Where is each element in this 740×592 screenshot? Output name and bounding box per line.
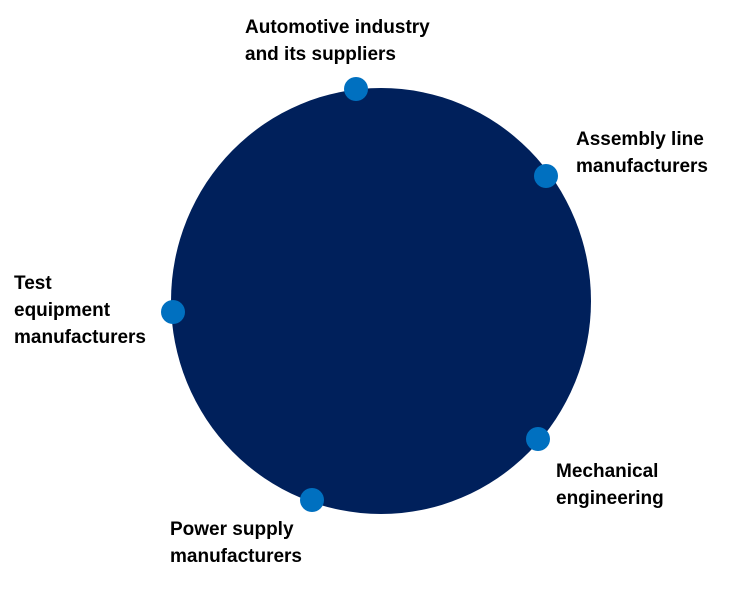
dot-automotive xyxy=(344,77,368,101)
dot-mechanical xyxy=(526,427,550,451)
dot-assembly xyxy=(534,164,558,188)
dot-power xyxy=(300,488,324,512)
label-test: Test equipment manufacturers xyxy=(14,273,146,348)
label-assembly: Assembly line manufacturers xyxy=(576,129,708,177)
dot-test xyxy=(161,300,185,324)
label-power: Power supply manufacturers xyxy=(170,519,302,567)
label-mechanical: Mechanical engineering xyxy=(556,461,664,509)
main-circle xyxy=(171,88,591,514)
label-automotive: Automotive industry and its suppliers xyxy=(245,17,430,65)
